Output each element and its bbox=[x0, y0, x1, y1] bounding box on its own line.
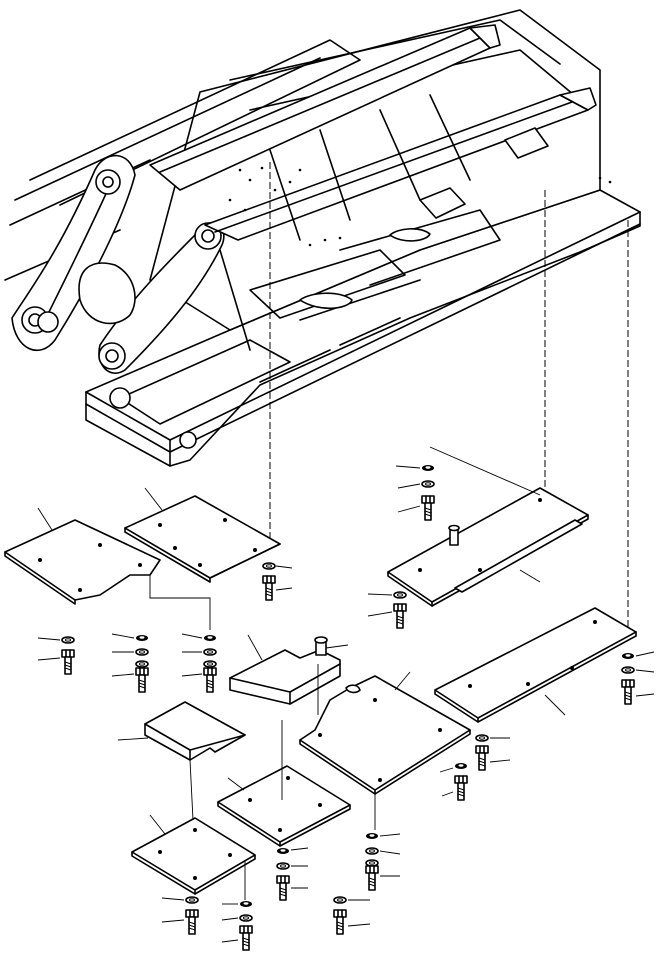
cover-block-center bbox=[229, 634, 341, 705]
bolt-stack-plate3-left bbox=[367, 591, 407, 629]
bolt-stack-bottom-right bbox=[221, 901, 253, 951]
bolt-stack-upper-right bbox=[395, 465, 435, 521]
bolt-stack-center bbox=[365, 833, 401, 891]
dowel-pin bbox=[314, 636, 349, 715]
cover-plate-left bbox=[4, 507, 161, 605]
cover-plate-center bbox=[299, 671, 471, 830]
cover-plate-right-upper bbox=[387, 446, 589, 607]
cover-plate-right-lower bbox=[434, 607, 637, 723]
bolt-stack-center-left bbox=[276, 847, 309, 901]
bolt-stack-left-1 bbox=[37, 636, 75, 675]
bolt-stack-left-2 bbox=[111, 633, 149, 693]
cover-plate-center-lower bbox=[217, 720, 351, 847]
cover-block-left bbox=[117, 701, 246, 861]
bolt-stack-left-3 bbox=[181, 633, 217, 693]
cover-plate-left-center bbox=[124, 487, 281, 630]
bolt-stack-plate2-right bbox=[262, 562, 293, 601]
revolving-frame bbox=[4, 9, 641, 467]
alignment-lines bbox=[269, 162, 629, 630]
bolt-stack-bottom-left bbox=[161, 896, 199, 935]
cover-plate-bottom-left bbox=[131, 814, 256, 900]
bolt-stack-plate4-left bbox=[475, 734, 511, 771]
stand-pin bbox=[448, 524, 460, 546]
bolt-stack-bottom-center bbox=[333, 896, 371, 935]
bolt-stack-right-lower bbox=[621, 651, 655, 705]
bolt-stack-plate5-right bbox=[439, 763, 468, 801]
